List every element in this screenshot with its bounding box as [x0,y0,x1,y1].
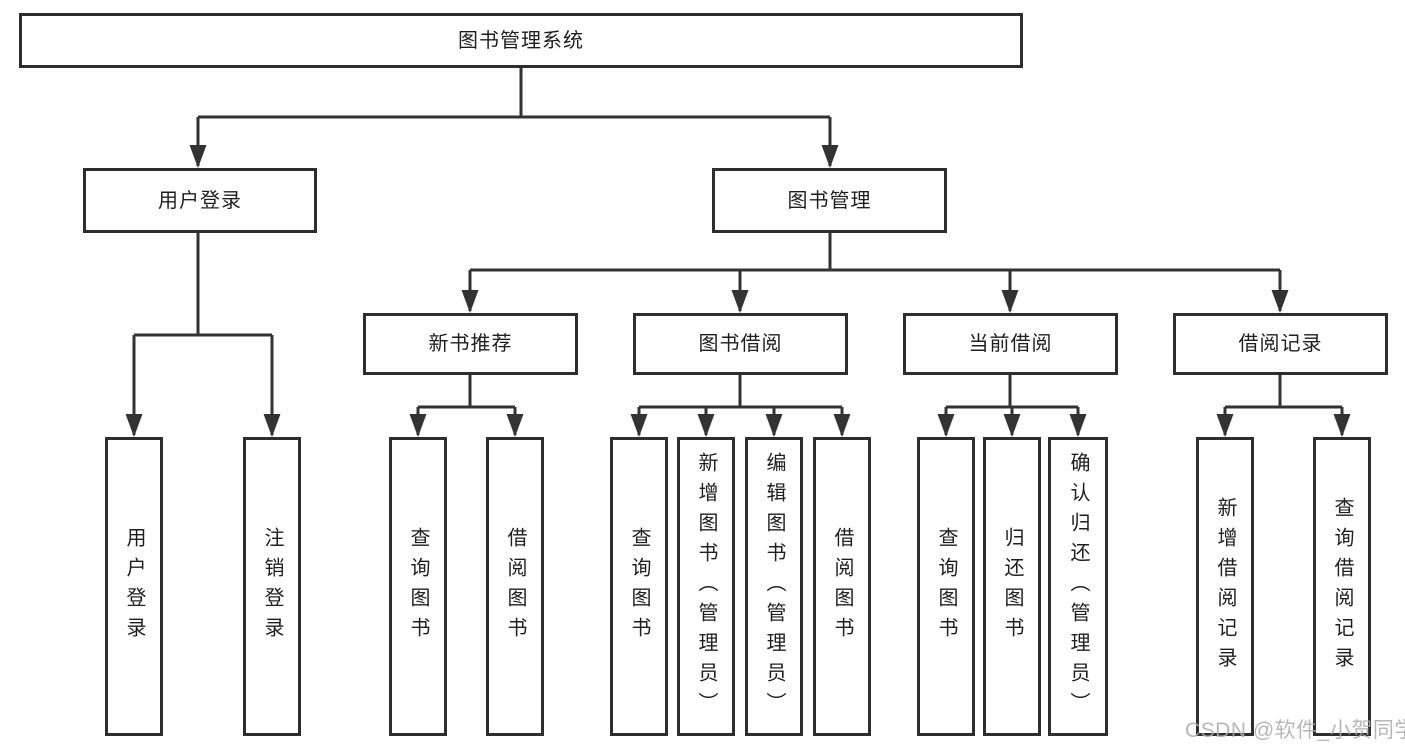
leaf-label: 注销登录 [261,526,283,647]
node-borrow-records: 借阅记录 [1173,313,1388,375]
node-book-borrow: 图书借阅 [633,313,848,375]
leaf-add-borrow-record: 新增借阅记录 [1196,437,1254,736]
node-current-borrow: 当前借阅 [903,313,1118,375]
node-new-book-recommend: 新书推荐 [363,313,578,375]
leaf-label: 查询图书 [407,526,429,647]
arrowheads [125,145,1351,437]
leaf-label: 编辑图书（管理员） [763,451,785,722]
leaf-label: 借阅图书 [504,526,526,647]
leaf-query-borrow-record: 查询借阅记录 [1313,437,1371,736]
leaf-borrow-books: 借阅图书 [813,437,871,736]
leaf-query-books-recommend: 查询图书 [389,437,447,736]
leaf-query-books-borrow: 查询图书 [610,437,668,736]
leaf-label: 查询借阅记录 [1331,496,1353,677]
leaf-label: 新增借阅记录 [1214,496,1236,677]
leaf-logout: 注销登录 [243,437,301,736]
leaf-confirm-return-admin: 确认归还（管理员） [1048,437,1108,736]
leaf-query-books-current: 查询图书 [917,437,975,736]
leaf-user-login: 用户登录 [105,437,163,736]
leaf-label: 归还图书 [1001,526,1023,647]
leaf-add-books-admin: 新增图书（管理员） [677,437,735,736]
leaf-label: 新增图书（管理员） [695,451,717,722]
leaf-borrow-books-recommend: 借阅图书 [486,437,544,736]
node-book-management: 图书管理 [712,168,947,233]
csdn-watermark: CSDN @软件_小贺同学 [1185,719,1405,742]
leaf-label: 查询图书 [935,526,957,647]
leaf-return-books: 归还图书 [983,437,1041,736]
node-root: 图书管理系统 [19,13,1023,68]
leaf-label: 借阅图书 [831,526,853,647]
leaf-label: 用户登录 [123,526,145,647]
node-user-login: 用户登录 [83,168,317,233]
leaf-label: 确认归还（管理员） [1067,451,1089,722]
leaf-label: 查询图书 [628,526,650,647]
leaf-edit-books-admin: 编辑图书（管理员） [745,437,803,736]
